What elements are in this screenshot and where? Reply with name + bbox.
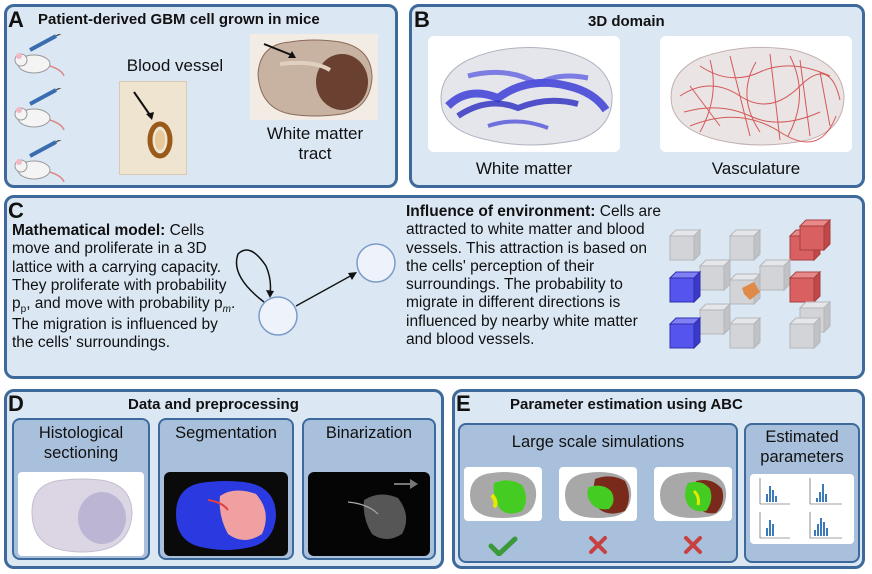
panel-d-title: Data and preprocessing	[128, 396, 299, 413]
model-sub-p: p	[20, 304, 27, 316]
white-matter-render	[428, 36, 620, 152]
blood-vessel-label: Blood vessel	[126, 56, 224, 75]
mouse-syringe-icon	[12, 140, 68, 184]
simulation-result-2	[559, 467, 637, 521]
panel-b-letter: B	[414, 7, 430, 32]
panel-b-title: 3D domain	[588, 13, 665, 30]
model-heading: Mathematical model:	[12, 222, 166, 239]
binarization-label: Binarization	[325, 424, 413, 442]
vasculature-label: Vasculature	[711, 159, 801, 178]
white-matter-tract-label: White matter tract	[266, 124, 364, 164]
environment-cube-lattice	[664, 214, 854, 364]
model-text-3: . The migration is influenced by the cel…	[12, 295, 236, 352]
rejected-cross-icon	[588, 535, 608, 555]
simulation-result-3	[654, 467, 732, 521]
large-scale-simulations-label: Large scale simulations	[511, 433, 685, 451]
simulation-result-1	[464, 467, 542, 521]
segmentation-label: Segmentation	[175, 424, 277, 442]
histological-sectioning-label: Histological sectioning	[38, 424, 124, 462]
parameter-histograms	[750, 474, 854, 544]
accepted-check-icon	[488, 536, 518, 556]
panel-a-letter: A	[8, 7, 24, 32]
mouse-syringe-icon	[12, 88, 68, 132]
panel-a-title: Patient-derived GBM cell grown in mice	[38, 11, 320, 28]
binarization-image	[308, 472, 430, 556]
panel-d-letter: D	[8, 391, 24, 416]
lattice-state-diagram	[226, 236, 406, 346]
panel-e-letter: E	[456, 391, 471, 416]
white-matter-label: White matter	[475, 159, 573, 178]
brain-section-image	[250, 34, 378, 120]
panel-e-title: Parameter estimation using ABC	[510, 396, 743, 413]
model-description: Mathematical model: Cells move and proli…	[12, 222, 240, 353]
blood-vessel-histology-image	[119, 81, 187, 175]
panel-c-letter: C	[8, 198, 24, 223]
model-text-2: , and move with probability p	[26, 295, 223, 313]
histology-section-image	[18, 472, 144, 556]
model-sub-m: m	[222, 304, 231, 316]
model-text-1: Cells move and proliferate in a 3D latti…	[12, 222, 227, 313]
rejected-cross-icon	[683, 535, 703, 555]
mouse-syringe-icon	[12, 34, 68, 78]
estimated-parameters-label: Estimated parameters	[760, 428, 844, 466]
segmentation-image	[164, 472, 288, 556]
environment-heading: Influence of environment:	[406, 203, 596, 220]
environment-description: Influence of environment: Cells are attr…	[406, 203, 662, 349]
vasculature-render	[660, 36, 852, 152]
environment-text: Cells are attracted to white matter and …	[406, 203, 661, 348]
